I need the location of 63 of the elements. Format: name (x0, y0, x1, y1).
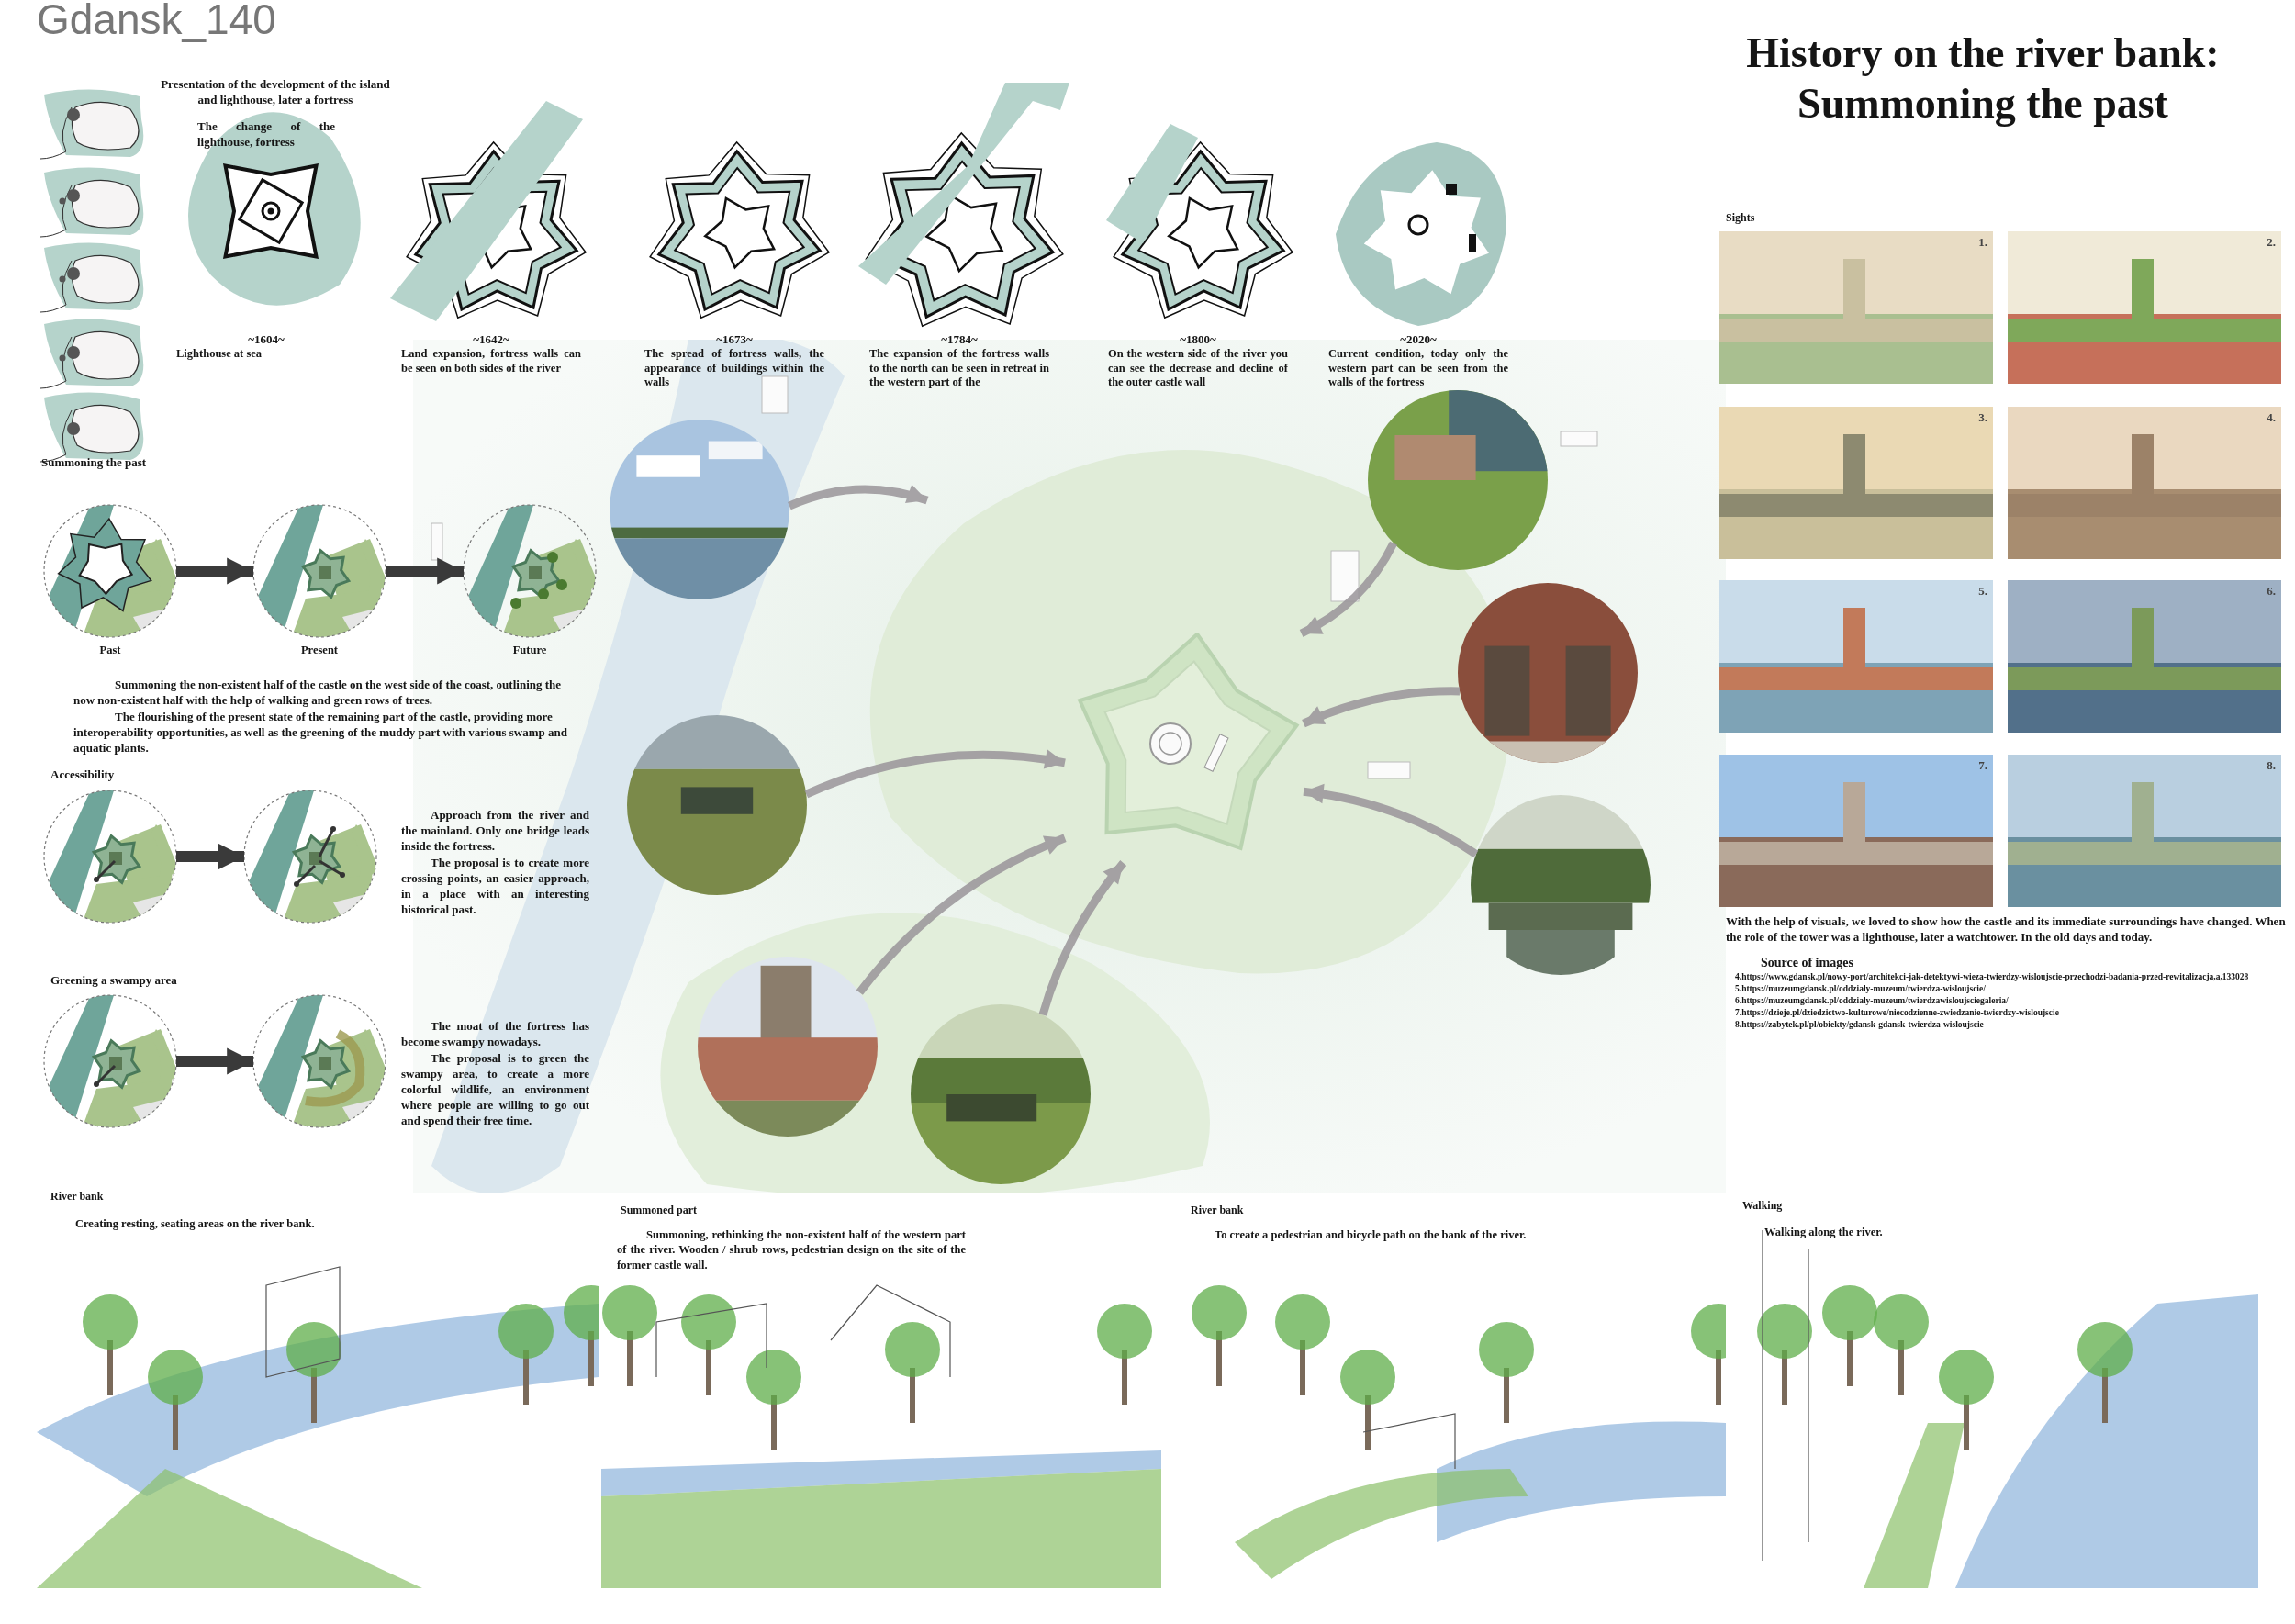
sketch-caption: To create a pedestrian and bicycle path on the bank of the river. (1215, 1227, 1528, 1243)
diagram-label: Past (98, 644, 122, 657)
paragraph: Approach from the river and the mainland. Only one bridge leads inside the fortress. (401, 808, 589, 855)
paragraph: With the help of visuals, we loved to show how the castle and its immediate surroundings have changed. When the role of the tower was a lighthouse, later a watchtower. In the old days and today. (1726, 914, 2287, 946)
arrow (1038, 860, 1127, 1016)
stage-caption: The spread of fortress walls, the appearance of buildings within the walls (644, 347, 825, 390)
picture-number: 7. (1977, 758, 1987, 774)
source-link: 5.https://muzeumgdansk.pl/oddzialy-muzeum/twierdza-wisloujscie/ (1735, 983, 1987, 995)
stage-caption: Lighthouse at sea (175, 347, 263, 362)
sketch-heading: Walking (1742, 1199, 1784, 1214)
year-label: ~1800~ (1179, 332, 1217, 347)
source-link: 4.https://www.gdansk.pl/nowy-port/architekci-jak-detektywi-wieza-twierdzy-wisloujscie-przechodzi-badania-przed-rewitalizacja,a,133028 (1735, 971, 2250, 983)
source-link: 7.https://dzieje.pl/dziedzictwo-kulturowe/niecodzienne-zwiedzanie-twierdzy-wisloujscie (1735, 1007, 2060, 1019)
poster-title: History on the river bank: Summoning the past (1745, 28, 2221, 129)
sketch-heading: River bank (1191, 1204, 1245, 1218)
diagram-label: Future (511, 644, 548, 657)
picture-number: 1. (1977, 235, 1987, 251)
diagram-caption: Summoning the past (41, 455, 148, 471)
arrow (176, 843, 244, 870)
stage-caption: The expansion of the fortress walls to the north can be seen in retreat in the western part of the (868, 347, 1050, 390)
section-heading: Sights (1726, 211, 1756, 226)
year-label: ~1604~ (247, 332, 285, 347)
sketch-heading: River bank (50, 1190, 105, 1204)
sketch-caption: Summoning, rethinking the non-existent half of the western part of the river. Wooden / shrub rows, pedestrian design on the site of the former castle wall. (617, 1227, 966, 1272)
sketch-caption: Creating resting, seating areas on the river bank. (75, 1216, 316, 1232)
diagram-label: Present (299, 644, 339, 657)
paragraph: Summoning the non-existent half of the castle on the west side of the coast, outlining the now non-existent half with the help of walking and green rows of trees. (73, 678, 563, 709)
picture-number: 5. (1977, 584, 1987, 599)
arrow (804, 749, 1066, 799)
poster-code: Gdansk_140 (37, 0, 277, 45)
paragraph: The flourishing of the present state of the remaining part of the castle, providing more interoperability opportunities, as well as the greening of the muddy part with various swamp and aquatic plants. (73, 710, 568, 756)
heading: Presentation of the development of the island and lighthouse, later a fortress (160, 77, 391, 108)
arrow (1299, 541, 1397, 638)
section-heading: Source of images (1761, 955, 1854, 971)
source-link: 8.https://zabytek.pl/pl/obiekty/gdansk-gdansk-twierdza-wisloujscie (1735, 1019, 1985, 1031)
sketch-heading: Summoned part (621, 1204, 698, 1218)
picture-number: 3. (1977, 410, 1987, 426)
year-label: ~1673~ (715, 332, 754, 347)
arrow (386, 557, 464, 585)
stage-caption: Land expansion, fortress walls can be seen on both sides of the river (400, 347, 582, 376)
paragraph: The proposal is to green the swampy area, to create a more colorful wildlife, an environment where people are willing to go out and spend their free time. (401, 1051, 589, 1129)
paragraph: The proposal is to create more crossing points, an easier approach, in a place with an interesting historical past. (401, 856, 589, 918)
year-label: ~1784~ (940, 332, 979, 347)
sketch-caption: Walking along the river. (1764, 1225, 1884, 1240)
year-label: ~1642~ (472, 332, 510, 347)
arrow (1303, 784, 1479, 858)
year-label: ~2020~ (1399, 332, 1438, 347)
arrow (788, 485, 929, 510)
arrow (856, 834, 1067, 995)
stage-caption: Current condition, today only the western part can be seen from the walls of the fortress (1327, 347, 1509, 390)
stage-caption: On the western side of the river you can see the decrease and decline of the outer castle wall (1107, 347, 1289, 390)
source-link: 6.https://muzeumgdansk.pl/oddzialy-muzeum/twierdzawisloujsciegaleria/ (1735, 995, 2010, 1007)
arrow (176, 557, 253, 585)
arrow (176, 1047, 253, 1075)
picture-number: 2. (2266, 235, 2276, 251)
picture-number: 4. (2266, 410, 2276, 426)
section-heading: Accessibility (50, 767, 116, 783)
section-heading: Greening a swampy area (50, 973, 178, 989)
paragraph: The moat of the fortress has become swampy nowadays. (401, 1019, 589, 1050)
heading: The change of the lighthouse, fortress (197, 119, 335, 151)
picture-number: 6. (2266, 584, 2276, 599)
arrow (1302, 687, 1460, 728)
picture-number: 8. (2266, 758, 2276, 774)
